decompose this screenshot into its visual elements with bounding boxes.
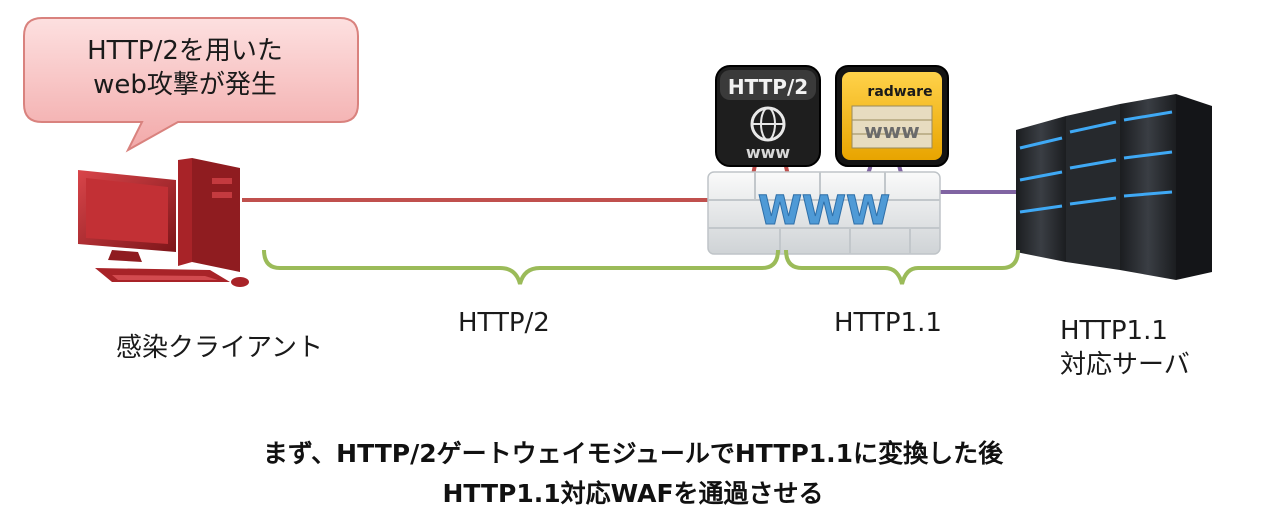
http2-segment-bracket (262, 249, 780, 285)
gateway-top-text: HTTP/2 (728, 75, 808, 99)
bubble-line-2: web攻撃が発生 (93, 70, 277, 100)
caption-line-1: まず、HTTP/2ゲートウェイモジュールでHTTP1.1に変換した後 (262, 439, 1004, 468)
server-label: HTTP1.1 対応サーバ (1060, 314, 1190, 382)
speech-bubble (23, 17, 359, 153)
server-label-line-2: 対応サーバ (1060, 350, 1190, 380)
infected-client-computer-icon (78, 158, 249, 287)
http11-segment-bracket (784, 249, 1020, 285)
http2-segment-label: HTTP/2 (458, 308, 550, 338)
http11-segment-label: HTTP1.1 (834, 308, 942, 338)
wall-www-text: WWW (758, 188, 890, 234)
bubble-line-1: HTTP/2を用いた (87, 36, 283, 66)
radware-waf-icon: radware www (835, 65, 949, 167)
caption-line-2: HTTP1.1対応WAFを通過させる (442, 479, 824, 508)
speech-bubble-text: HTTP/2を用いた web攻撃が発生 (40, 34, 330, 102)
waf-center-text: www (864, 119, 919, 143)
client-label: 感染クライアント (116, 333, 323, 363)
server-label-line-1: HTTP1.1 (1060, 316, 1168, 346)
waf-brand-text: radware (867, 84, 932, 100)
http11-server-icon (1016, 94, 1212, 280)
firewall-wall-icon: WWW (707, 171, 941, 255)
gateway-bottom-text: www (746, 143, 791, 162)
http2-gateway-icon: HTTP/2 www (715, 65, 821, 167)
